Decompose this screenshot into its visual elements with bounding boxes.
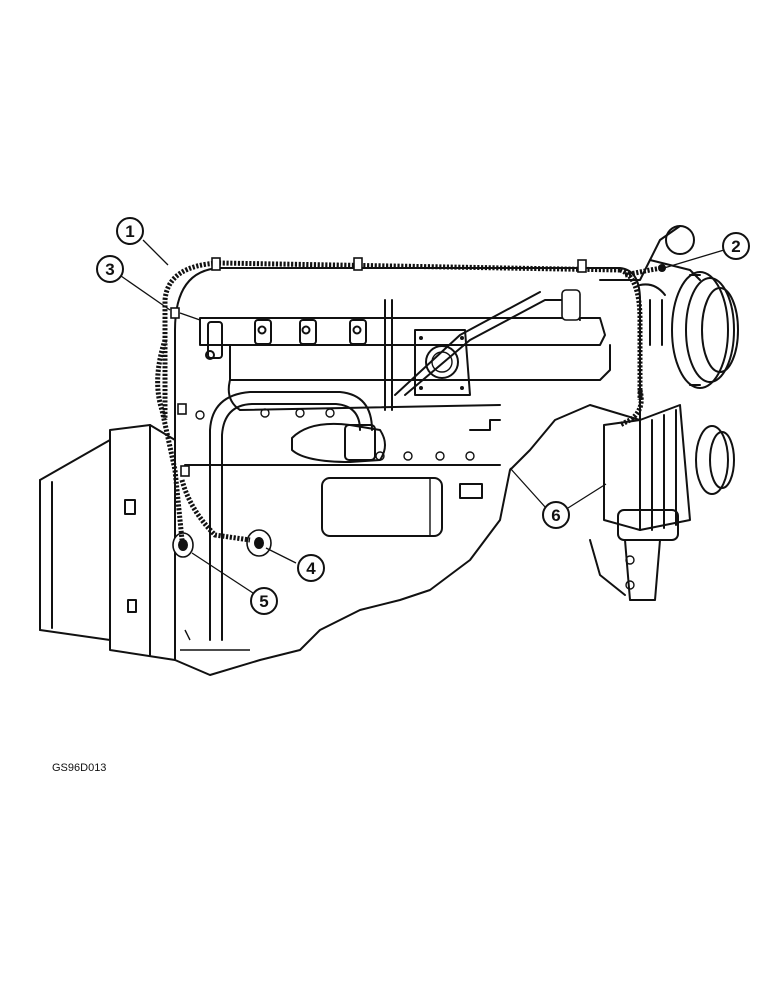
- engine-block: [174, 225, 701, 676]
- callout-2: 2: [722, 232, 750, 260]
- figure-id: GS96D013: [52, 762, 106, 774]
- front-pulleys: [671, 271, 739, 495]
- callout-leaders: [120, 239, 725, 594]
- wiring-harness: [155, 257, 666, 543]
- callout-2-label: 2: [731, 237, 740, 256]
- sensor-5: [172, 532, 194, 558]
- callout-3-label: 3: [105, 260, 114, 279]
- sensor-4: [246, 529, 272, 557]
- callout-5-label: 5: [259, 592, 268, 611]
- callout-1-label: 1: [125, 222, 134, 241]
- callout-3: 3: [96, 255, 124, 283]
- callout-1: 1: [116, 217, 144, 245]
- callout-5: 5: [250, 587, 278, 615]
- callout-4: 4: [297, 554, 325, 582]
- flywheel-housing: [39, 424, 176, 661]
- callout-4-label: 4: [306, 559, 316, 578]
- callout-6: 6: [542, 501, 570, 529]
- callout-6-label: 6: [551, 506, 560, 525]
- alternator: [589, 404, 691, 601]
